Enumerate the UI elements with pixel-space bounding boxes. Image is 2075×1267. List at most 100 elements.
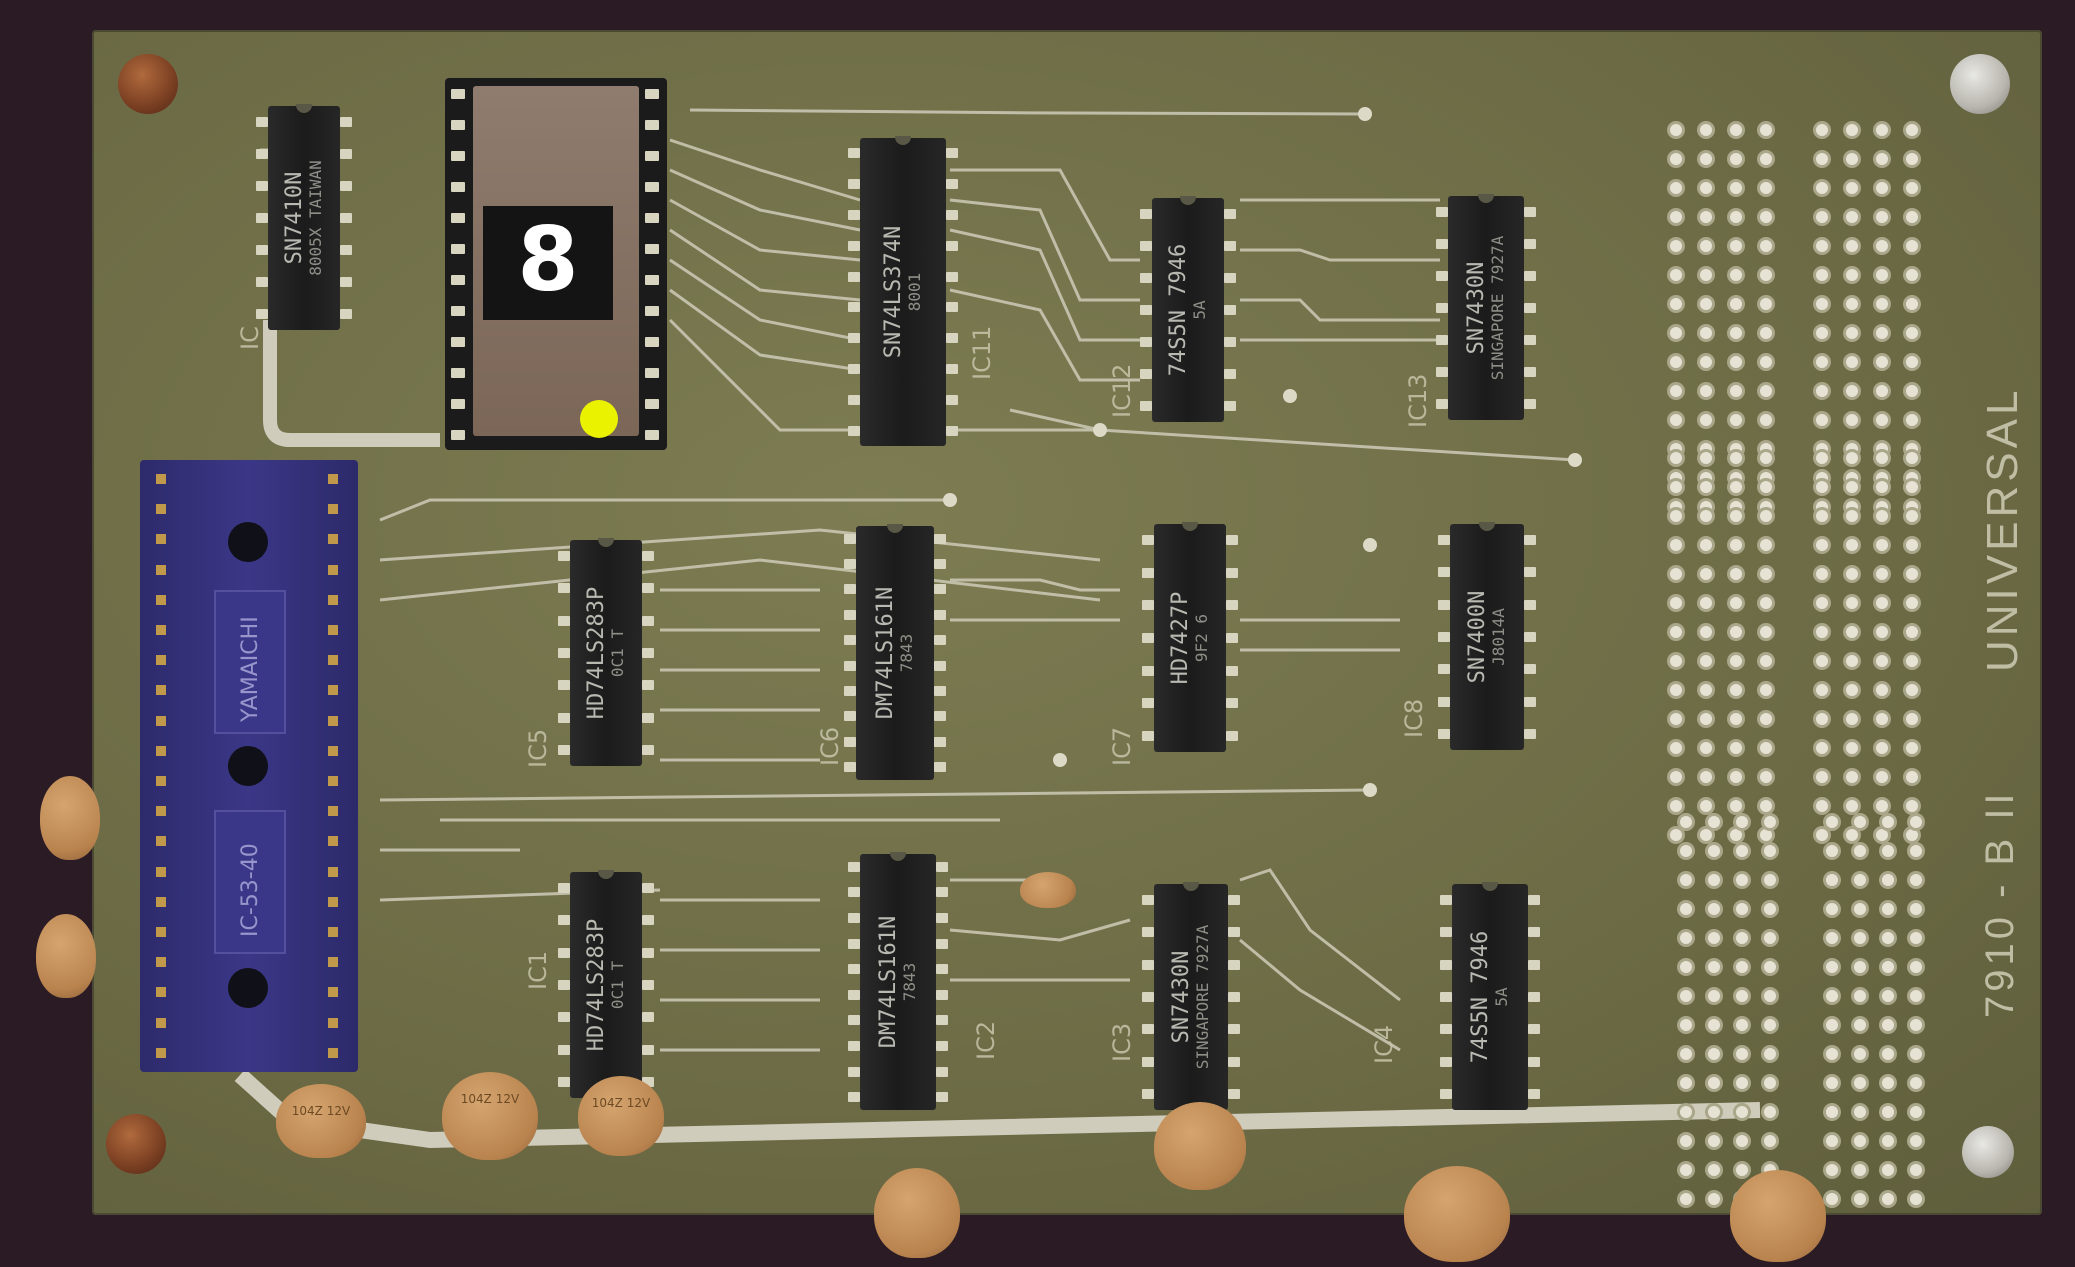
eprom-pin (645, 398, 659, 409)
ic-pin (848, 938, 860, 949)
ic-pin (934, 711, 946, 722)
silk-ic-label: IC (236, 326, 264, 350)
ic-pin (1142, 959, 1154, 970)
ic-pin (1142, 1024, 1154, 1035)
ic-pin (844, 635, 856, 646)
capacitor-small (1020, 872, 1076, 908)
ic-pin (642, 979, 654, 990)
eprom-pin (451, 336, 465, 347)
ic-pins-right (340, 106, 352, 330)
ic-mark: J8014A (1489, 608, 1509, 666)
eprom-pin (451, 150, 465, 161)
ic-pins-left (558, 540, 570, 766)
ic-pin (1226, 698, 1238, 709)
ic-pins-right (934, 526, 946, 780)
ic-part: DM74LS161N (873, 586, 899, 720)
proto-holes-5 (1680, 816, 1776, 1205)
screw-top-right (1950, 54, 2010, 114)
socket-model-plate: IC-53-40 (214, 810, 286, 954)
capacitor-104z: 104Z 12V (442, 1072, 538, 1160)
eprom-pin (645, 336, 659, 347)
silk-ic1: IC1 (524, 950, 552, 990)
ic-pin (1524, 599, 1536, 610)
board-brand-text: UNIVERSAL (1978, 386, 2027, 672)
ic-part: SN74LS374N (881, 225, 907, 359)
ic-pin (1224, 209, 1236, 219)
ic-part: SN7400N (1465, 590, 1491, 684)
ic-pin (844, 736, 856, 747)
eprom-pin (645, 150, 659, 161)
ic-pin (1528, 1088, 1540, 1099)
ic-pins-left (1438, 524, 1450, 750)
ic-pin (642, 1044, 654, 1055)
ic-pin (1438, 567, 1450, 578)
ic-pin (1226, 535, 1238, 546)
ic-pin (848, 333, 860, 344)
capacitor-104z: 104Z 12V (578, 1076, 664, 1156)
ic-pin (558, 680, 570, 691)
eprom-sticker: 8 (483, 206, 613, 320)
ic-pin (848, 271, 860, 282)
ic-pin (946, 240, 958, 251)
ic-pins-left (1440, 884, 1452, 1110)
ic-pin (256, 117, 268, 127)
ic-pin (1224, 305, 1236, 315)
ic-pin (1142, 632, 1154, 643)
ic-pin (1524, 696, 1536, 707)
socket-model-label: IC-53-40 (238, 843, 263, 937)
ic-pin (844, 584, 856, 595)
ic-pin (1438, 664, 1450, 675)
ic-pin (256, 309, 268, 319)
eprom-pin (645, 119, 659, 130)
ic-pin (256, 245, 268, 255)
ic-pin (844, 711, 856, 722)
silk-ic5: IC5 (524, 728, 552, 768)
capacitor (40, 776, 100, 860)
ic-pins-left (1436, 196, 1448, 420)
silk-ic12: IC12 (1108, 363, 1136, 418)
socket-hole-middle (228, 746, 268, 786)
socket-brand-label: YAMAICHI (238, 616, 263, 722)
ic-mark: SINGAPORE 7927A (1193, 924, 1213, 1070)
capacitor (1404, 1166, 1510, 1262)
ic-pin (1440, 1024, 1452, 1035)
ic-pin (934, 533, 946, 544)
ic-pins-right (642, 540, 654, 766)
ic-part: HD74LS283P (584, 586, 610, 720)
ic-pin (558, 744, 570, 755)
ic-pins-right (936, 854, 948, 1110)
ic-pin (1224, 369, 1236, 379)
ic-pins-right (1524, 196, 1536, 420)
ic-pin (340, 309, 352, 319)
eprom-pin (645, 429, 659, 440)
ic-pin (848, 1066, 860, 1077)
ic-pin (1524, 367, 1536, 377)
ic-pins-left (256, 106, 268, 330)
ic-pin (848, 861, 860, 872)
eprom-pins-left (451, 78, 467, 450)
ic-pin (1224, 401, 1236, 411)
ic-pin (558, 979, 570, 990)
ic-pin (256, 277, 268, 287)
ic-pin (946, 333, 958, 344)
proto-holes-3 (1670, 452, 1772, 841)
ic-pin (1228, 895, 1240, 906)
ic-pin (1142, 1056, 1154, 1067)
ic-pin (1438, 599, 1450, 610)
ic-pin (340, 181, 352, 191)
socket-hole-bottom (228, 968, 268, 1008)
ic-pin (848, 1015, 860, 1026)
ic-pin (1440, 895, 1452, 906)
ic-pin (642, 712, 654, 723)
ic-part: DM74LS161N (876, 915, 902, 1049)
ic-pin (844, 762, 856, 773)
ic-pin (936, 989, 948, 1000)
ic-pin (946, 425, 958, 436)
ic-pin (1436, 367, 1448, 377)
ic-pin (1436, 271, 1448, 281)
ic-pin (1524, 239, 1536, 249)
